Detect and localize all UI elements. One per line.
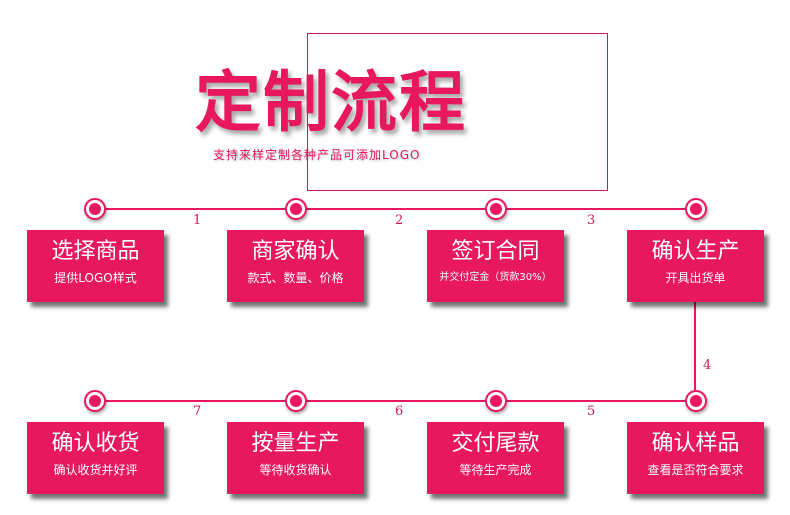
right-connector-line (694, 302, 696, 400)
step-title: 按量生产 (251, 431, 340, 456)
step-box-confirm-receipt: 确认收货 确认收货并好评 (27, 422, 164, 494)
step-title: 选择商品 (51, 239, 140, 264)
flow-node-2 (285, 198, 307, 220)
step-box-final-payment: 交付尾款 等待生产完成 (427, 422, 564, 494)
step-box-mass-production: 按量生产 等待收货确认 (227, 422, 364, 494)
step-title: 签订合同 (451, 239, 540, 264)
flow-node-8 (84, 390, 106, 412)
connector-number-5: 5 (587, 404, 596, 419)
bottom-connector-line (95, 400, 696, 402)
step-subtitle: 开具出货单 (665, 271, 726, 285)
connector-number-2: 2 (395, 213, 404, 228)
flow-node-4 (685, 198, 707, 220)
step-box-confirm-production: 确认生产 开具出货单 (627, 230, 764, 302)
step-subtitle: 等待生产完成 (459, 463, 532, 477)
step-title: 确认生产 (651, 239, 740, 264)
step-title: 交付尾款 (451, 431, 540, 456)
flow-node-7 (285, 390, 307, 412)
page-subtitle: 支持来样定制各种产品可添加LOGO (213, 148, 421, 162)
step-subtitle: 等待收货确认 (259, 463, 332, 477)
flow-node-6 (485, 390, 507, 412)
connector-number-6: 6 (395, 404, 404, 419)
step-box-sign-contract: 签订合同 并交付定金（货款30%） (427, 230, 564, 302)
flow-node-3 (485, 198, 507, 220)
step-title: 确认样品 (651, 431, 740, 456)
step-box-merchant-confirm: 商家确认 款式、数量、价格 (227, 230, 364, 302)
flow-node-1 (84, 198, 106, 220)
step-subtitle: 提供LOGO样式 (54, 271, 137, 285)
step-box-confirm-sample: 确认样品 查看是否符合要求 (627, 422, 764, 494)
connector-number-3: 3 (587, 213, 596, 228)
page-title: 定制流程 (195, 64, 467, 141)
top-connector-line (95, 208, 696, 210)
connector-number-4: 4 (703, 358, 712, 373)
step-subtitle: 查看是否符合要求 (647, 463, 744, 477)
step-title: 确认收货 (51, 431, 140, 456)
decorative-frame (307, 33, 608, 191)
step-title: 商家确认 (251, 239, 340, 264)
step-subtitle: 款式、数量、价格 (247, 271, 344, 285)
flow-node-5 (685, 390, 707, 412)
connector-number-7: 7 (193, 404, 202, 419)
step-box-select-product: 选择商品 提供LOGO样式 (27, 230, 164, 302)
step-subtitle: 确认收货并好评 (53, 463, 138, 477)
connector-number-1: 1 (193, 213, 202, 228)
step-subtitle: 并交付定金（货款30%） (439, 272, 552, 283)
